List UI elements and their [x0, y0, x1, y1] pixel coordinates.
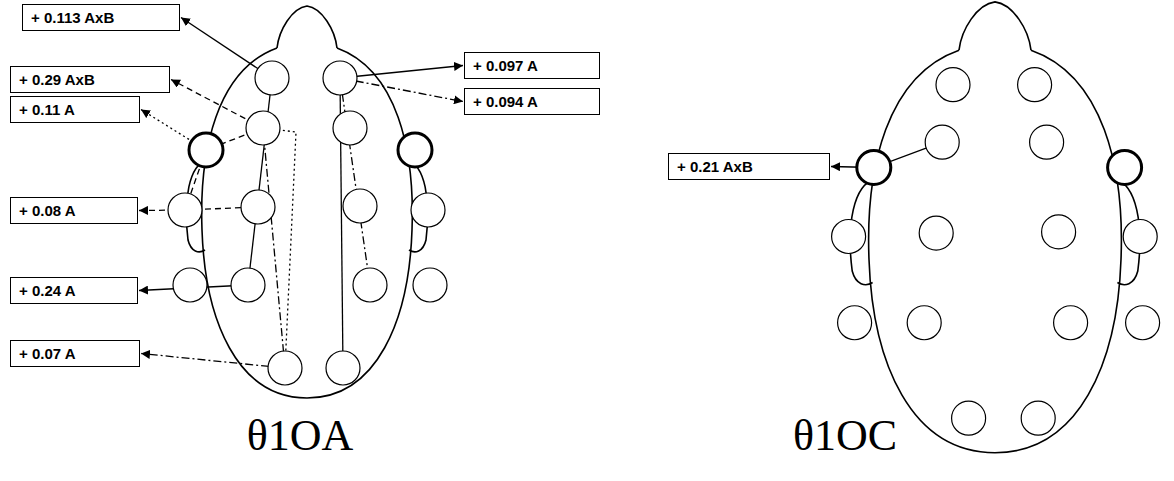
coherence-line: [263, 128, 285, 368]
electrode: [326, 351, 360, 385]
electrode: [173, 268, 207, 302]
electrode: [936, 68, 970, 102]
leader-arrow: [340, 66, 463, 79]
electrode: [246, 111, 280, 145]
head-contour: [277, 6, 337, 48]
head-contour: [959, 2, 1031, 50]
coherence-value: + 0.29 AxB: [19, 71, 161, 88]
condition-label: θ1OC: [793, 410, 897, 461]
value-box: + 0.097 A: [464, 52, 600, 79]
electrode: [1126, 306, 1160, 340]
coherence-value: + 0.07 A: [19, 345, 131, 362]
electrode: [857, 151, 891, 185]
electrode: [907, 306, 941, 340]
value-box: + 0.07 A: [10, 340, 140, 367]
value-box: + 0.24 A: [10, 277, 138, 304]
electrode: [343, 189, 377, 223]
head-outline: [850, 2, 1140, 453]
electrode: [1021, 401, 1055, 435]
leader-arrow: [141, 354, 285, 369]
electrode: [832, 220, 866, 254]
electrode: [1108, 151, 1142, 185]
electrode: [255, 61, 289, 95]
electrode: [1054, 306, 1088, 340]
electrode: [241, 190, 275, 224]
electrode: [398, 133, 432, 167]
electrode: [333, 111, 367, 145]
head-outlines: [186, 2, 1140, 453]
coherence-lines: [185, 78, 370, 368]
electrode: [925, 125, 959, 159]
electrode: [323, 61, 357, 95]
coherence-value: + 0.21 AxB: [677, 158, 821, 175]
electrode: [1123, 220, 1157, 254]
electrode: [231, 268, 265, 302]
coherence-value: + 0.097 A: [473, 57, 591, 74]
value-box: + 0.094 A: [464, 88, 600, 115]
value-box: + 0.21 AxB: [668, 153, 830, 180]
coherence-value: + 0.11 A: [19, 101, 131, 118]
value-box: + 0.113 AxB: [22, 4, 180, 31]
electrode: [268, 351, 302, 385]
electrode: [952, 401, 986, 435]
electrode: [1042, 215, 1076, 249]
value-box: + 0.29 AxB: [10, 66, 170, 93]
electrode: [413, 268, 447, 302]
value-box: + 0.08 A: [10, 197, 138, 224]
coherence-value: + 0.113 AxB: [31, 9, 171, 26]
leader-arrow: [340, 78, 463, 102]
electrode: [189, 133, 223, 167]
electrode: [353, 268, 387, 302]
head-contour: [869, 50, 1122, 453]
head-outline: [186, 6, 427, 398]
value-box: + 0.11 A: [10, 96, 140, 123]
coherence-line: [340, 78, 370, 285]
coherence-value: + 0.08 A: [19, 202, 129, 219]
coherence-line: [263, 128, 296, 368]
condition-label: θ1OA: [247, 410, 354, 461]
electrodes: [168, 61, 1160, 435]
electrode: [919, 216, 953, 250]
coherence-value: + 0.24 A: [19, 282, 129, 299]
electrode: [1018, 68, 1052, 102]
electrode: [411, 193, 445, 227]
electrode: [838, 306, 872, 340]
leader-lines: [139, 18, 942, 369]
electrode: [1030, 125, 1064, 159]
coherence-value: + 0.094 A: [473, 93, 591, 110]
head-contour: [202, 48, 413, 398]
electrode: [168, 193, 202, 227]
